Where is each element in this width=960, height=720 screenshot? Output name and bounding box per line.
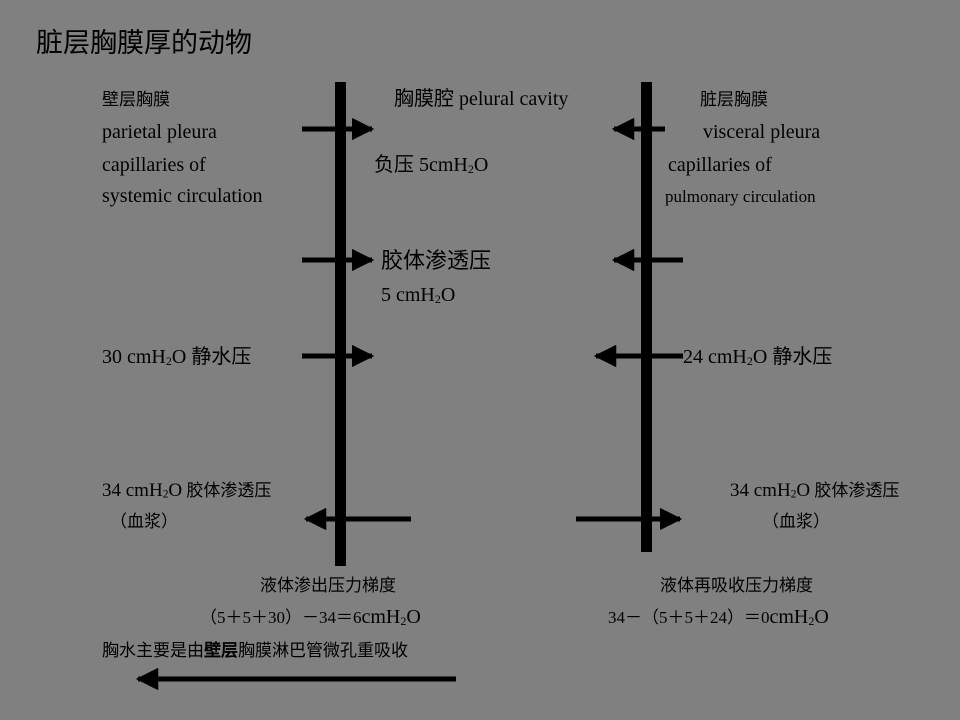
unit-cmh: cmH xyxy=(361,606,401,628)
left-capillaries-line2: systemic circulation xyxy=(102,185,263,207)
unit-cmh: cmH xyxy=(127,346,166,368)
parietal-pleura-cn: 壁层胸膜 xyxy=(102,90,170,109)
right-plasma-text: 胶体渗透压 xyxy=(810,481,900,500)
pleural-cavity-label: 胸膜腔 pelural cavity xyxy=(394,88,569,110)
unit-o: O xyxy=(406,606,421,628)
left-capillaries-line1: capillaries of xyxy=(102,154,206,176)
right-plasma-colloid-label: 34 cmH2O 胶体渗透压 xyxy=(730,481,899,501)
right-hydrostatic-text: 静水压 xyxy=(767,346,833,368)
reabsorption-formula-text: 34－（5＋5＋24）＝0 xyxy=(608,608,770,627)
reabsorption-gradient-formula: 34－（5＋5＋24）＝0cmH2O xyxy=(608,607,829,627)
reabsorption-gradient-title: 液体再吸收压力梯度 xyxy=(660,576,813,595)
right-hydrostatic-label: 24 cmH2O 静水压 xyxy=(683,347,832,367)
unit-sub: 2 xyxy=(746,353,753,368)
right-plasma-num: 34 xyxy=(730,480,754,501)
unit-sub: 2 xyxy=(467,161,474,176)
absorption-statement: 胸水主要是由壁层胸膜淋巴管微孔重吸收 xyxy=(102,642,408,659)
page-title: 脏层胸膜厚的动物 xyxy=(36,28,252,59)
unit-o: O xyxy=(473,154,489,176)
visceral-pleura-cn: 脏层胸膜 xyxy=(700,90,768,109)
left-plasma-colloid-label: 34 cmH2O 胶体渗透压 xyxy=(102,481,271,501)
negative-pressure-text: 负压 5 xyxy=(374,154,429,176)
left-hydrostatic-label: 30 cmH2O 静水压 xyxy=(102,347,251,367)
unit-cmh: cmH xyxy=(708,346,747,368)
right-plasma-paren: （血浆） xyxy=(762,512,830,531)
statement-bold: 壁层 xyxy=(204,641,238,660)
unit-sub: 2 xyxy=(162,488,169,501)
negative-pressure-label: 负压 5cmH2O xyxy=(374,155,488,175)
unit-sub: 2 xyxy=(400,613,407,628)
visceral-membrane-line xyxy=(641,82,652,552)
filtration-gradient-formula: （5＋5＋30）－34＝6cmH2O xyxy=(200,607,421,627)
unit-sub: 2 xyxy=(790,488,797,501)
unit-o: O xyxy=(171,346,187,368)
statement-part2: 胸膜淋巴管微孔重吸收 xyxy=(238,641,408,660)
unit-sub: 2 xyxy=(808,613,815,628)
unit-o: O xyxy=(796,480,811,501)
unit-cmh: cmH xyxy=(753,480,791,501)
unit-cmh: cmH xyxy=(125,480,163,501)
unit-cmh: cmH xyxy=(429,154,468,176)
visceral-pleura-en: visceral pleura xyxy=(703,121,821,143)
statement-part1: 胸水主要是由 xyxy=(102,641,204,660)
colloid-pressure-label: 胶体渗透压 xyxy=(381,248,492,273)
filtration-gradient-title: 液体渗出压力梯度 xyxy=(260,576,396,595)
unit-sub: 2 xyxy=(165,353,172,368)
parietal-pleura-en: parietal pleura xyxy=(102,121,217,143)
right-hydrostatic-num: 24 xyxy=(683,346,708,368)
unit-cmh: cmH xyxy=(396,284,435,306)
right-capillaries-line1: capillaries of xyxy=(668,154,772,176)
left-plasma-paren: （血浆） xyxy=(110,512,178,531)
colloid-value-num: 5 xyxy=(381,284,396,306)
unit-cmh: cmH xyxy=(769,606,809,628)
unit-o: O xyxy=(752,346,768,368)
left-plasma-num: 34 xyxy=(102,480,126,501)
unit-sub: 2 xyxy=(434,291,441,306)
unit-o: O xyxy=(440,284,456,306)
unit-o: O xyxy=(814,606,829,628)
filtration-formula-text: （5＋5＋30）－34＝6 xyxy=(200,608,362,627)
left-hydrostatic-text: 静水压 xyxy=(186,346,252,368)
left-hydrostatic-num: 30 xyxy=(102,346,127,368)
left-plasma-text: 胶体渗透压 xyxy=(182,481,272,500)
parietal-membrane-line xyxy=(335,82,346,566)
unit-o: O xyxy=(168,480,183,501)
colloid-pressure-value: 5 cmH2O xyxy=(381,285,455,305)
right-capillaries-line2: pulmonary circulation xyxy=(665,187,816,206)
